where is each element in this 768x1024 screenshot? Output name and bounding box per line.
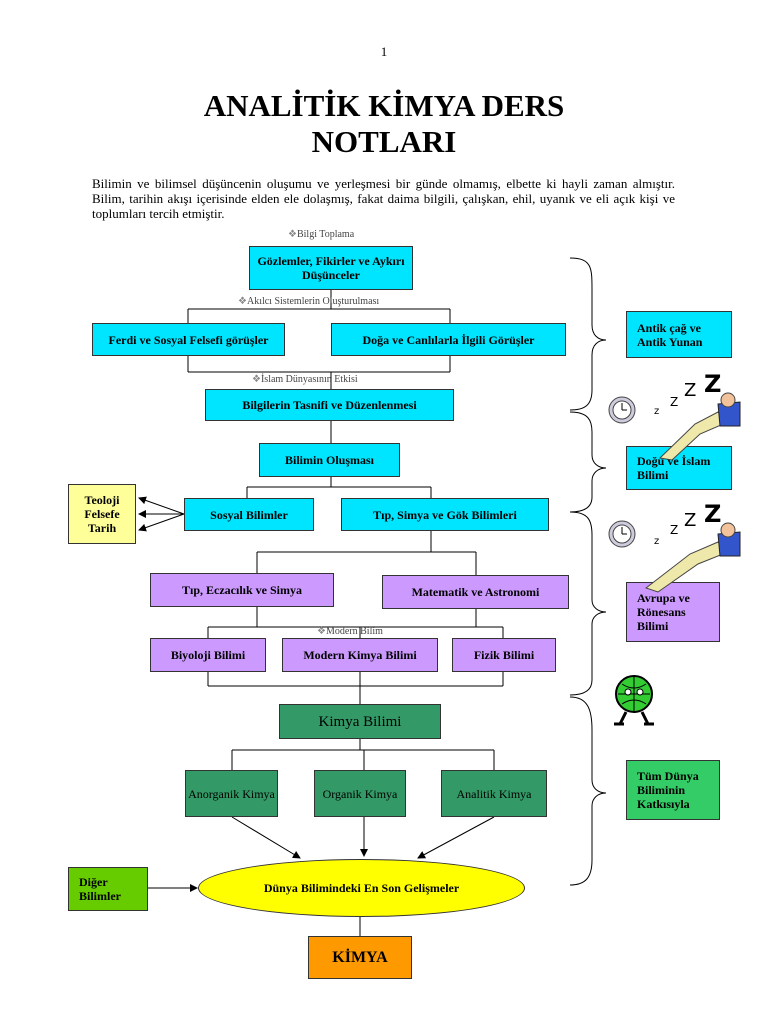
- box-diger: Diğer Bilimler: [68, 867, 148, 911]
- svg-text:Z: Z: [670, 523, 678, 537]
- box-ferdi: Ferdi ve Sosyal Felsefi görüşler: [92, 323, 285, 356]
- sleeping-man-clock-icon: z Z Z Z: [608, 374, 741, 461]
- box-olusmasi: Bilimin Oluşması: [259, 443, 400, 477]
- note-modern: ❖Modern Bilim: [317, 626, 383, 637]
- box-sosyal: Sosyal Bilimler: [184, 498, 314, 531]
- box-antik: Antik çağ ve Antik Yunan: [626, 311, 732, 358]
- title-line-1: ANALİTİK KİMYA DERS: [203, 88, 565, 123]
- page-number: 1: [380, 44, 388, 59]
- label-teoloji: Teoloji: [84, 493, 120, 507]
- box-kimya: KİMYA: [308, 936, 412, 979]
- box-tip-simya-gok: Tıp, Simya ve Gök Bilimleri: [341, 498, 549, 531]
- note-akilci: ❖Akılcı Sistemlerin Oluşturulması: [238, 296, 380, 307]
- box-tasnif: Bilgilerin Tasnifi ve Düzenlenmesi: [205, 389, 454, 421]
- note-islam: ❖İslam Dünyasının Etkisi: [252, 374, 358, 385]
- page-title: ANALİTİK KİMYA DERS NOTLARI: [0, 88, 768, 160]
- svg-text:Z: Z: [684, 380, 696, 401]
- note-bilgi-toplama: ❖Bilgi Toplama: [288, 229, 355, 240]
- box-avrupa: Avrupa ve Rönesans Bilimi: [626, 582, 720, 642]
- ellipse-dunya: Dünya Bilimindeki En Son Gelişmeler: [198, 859, 525, 917]
- svg-text:z: z: [654, 536, 659, 547]
- box-analitik: Analitik Kimya: [441, 770, 547, 817]
- box-gozlemler: Gözlemler, Fikirler ve Aykırı Düşünceler: [249, 246, 413, 290]
- svg-text:Z: Z: [684, 510, 696, 531]
- walking-globe-icon: [614, 675, 654, 726]
- sleeping-man-clock-icon: z Z Z Z: [608, 504, 741, 593]
- box-tip-eczacilik: Tıp, Eczacılık ve Simya: [150, 573, 334, 607]
- intro-paragraph: Bilimin ve bilimsel düşüncenin oluşumu v…: [92, 176, 675, 221]
- label-felsefe: Felsefe: [84, 507, 120, 521]
- box-doga: Doğa ve Canlılarla İlgili Görüşler: [331, 323, 566, 356]
- label-tarih: Tarih: [87, 521, 117, 535]
- title-line-2: NOTLARI: [311, 124, 457, 159]
- svg-text:z: z: [654, 406, 659, 417]
- svg-text:Z: Z: [704, 504, 721, 528]
- box-kimya-bilimi: Kimya Bilimi: [279, 704, 441, 739]
- box-matematik: Matematik ve Astronomi: [382, 575, 569, 609]
- box-biyoloji: Biyoloji Bilimi: [150, 638, 266, 672]
- box-tum-dunya: Tüm Dünya Biliminin Katkısıyla: [626, 760, 720, 820]
- svg-text:Z: Z: [704, 374, 721, 398]
- box-anorganik: Anorganik Kimya: [185, 770, 278, 817]
- box-organik: Organik Kimya: [314, 770, 406, 817]
- box-teoloji-felsefe-tarih: Teoloji Felsefe Tarih: [68, 484, 136, 544]
- svg-text:Z: Z: [670, 395, 678, 409]
- box-modern-kimya: Modern Kimya Bilimi: [282, 638, 438, 672]
- box-fizik: Fizik Bilimi: [452, 638, 556, 672]
